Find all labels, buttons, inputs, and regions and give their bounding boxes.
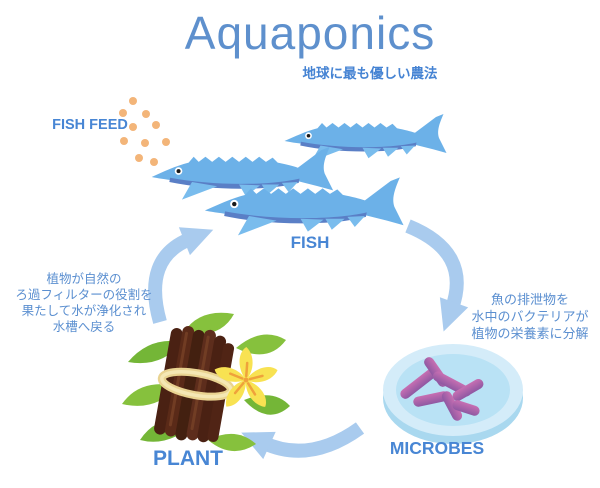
cycle-arrow-icon [148,227,214,324]
note-line: 植物の栄養素に分解 [471,326,589,341]
note-line: 水中のバクテリアが [471,309,589,324]
note-plant-filtration: 植物が自然の ろ過フィルターの役割を 果たして水が浄化され 水槽へ戻る [8,271,160,335]
fish-icon [284,114,447,162]
note-line: 植物が自然の [46,272,122,286]
label-fish-feed: FISH FEED [52,117,128,133]
cycle-arrows [148,219,469,460]
petri-dish-icon [383,344,523,444]
feed-dots-icon [119,97,170,166]
note-bacteria-decompose: 魚の排泄物を 水中のバクテリアが 植物の栄養素に分解 [462,291,598,342]
note-line: 果たして水が浄化され [21,304,147,318]
cycle-arrow-icon [405,219,469,332]
note-line: ろ過フィルターの役割を [15,288,153,302]
fish-school-illustration [151,114,447,236]
plant-flower [214,346,278,407]
label-microbes: MICROBES [389,438,485,458]
cycle-arrow-icon [241,422,365,460]
vanilla-plant-icon [122,312,290,452]
note-line: 魚の排泄物を [490,292,569,307]
page-title: Aquaponics [184,7,436,59]
subtitle: 地球に最も優しい農法 [302,66,438,81]
label-fish: FISH [290,233,330,252]
note-line: 水槽へ戻る [52,320,116,334]
label-plant: PLANT [153,447,223,470]
microbe-rods [400,357,484,421]
